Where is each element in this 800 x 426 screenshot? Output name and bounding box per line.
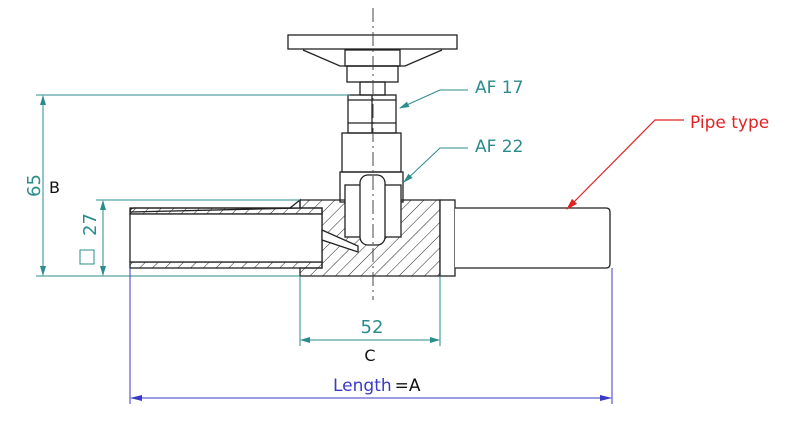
af17-label: AF 17 — [475, 78, 523, 98]
square-symbol-icon — [79, 249, 95, 265]
dimension-height — [36, 94, 350, 277]
dim-square-value: 27 — [80, 213, 101, 236]
af22-label: AF 22 — [475, 137, 523, 157]
pipe-type-label: Pipe type — [690, 113, 769, 133]
dimension-center — [299, 276, 441, 346]
af22-leader — [403, 147, 468, 183]
valve-body — [129, 174, 456, 277]
pipe-type-leader — [566, 119, 684, 210]
dim-height-var: B — [49, 178, 60, 197]
dimension-length — [129, 268, 613, 404]
dim-height-value: 65 — [24, 174, 45, 197]
length-word: Length — [333, 376, 392, 396]
hex-nut-af17 — [347, 94, 397, 134]
af17-leader — [399, 89, 468, 109]
length-var: =A — [395, 376, 421, 396]
length-label: Length=A — [333, 376, 421, 396]
dim-center-value: 52 — [361, 317, 384, 338]
pipe-end — [455, 207, 611, 269]
dim-center-var: C — [364, 346, 375, 365]
